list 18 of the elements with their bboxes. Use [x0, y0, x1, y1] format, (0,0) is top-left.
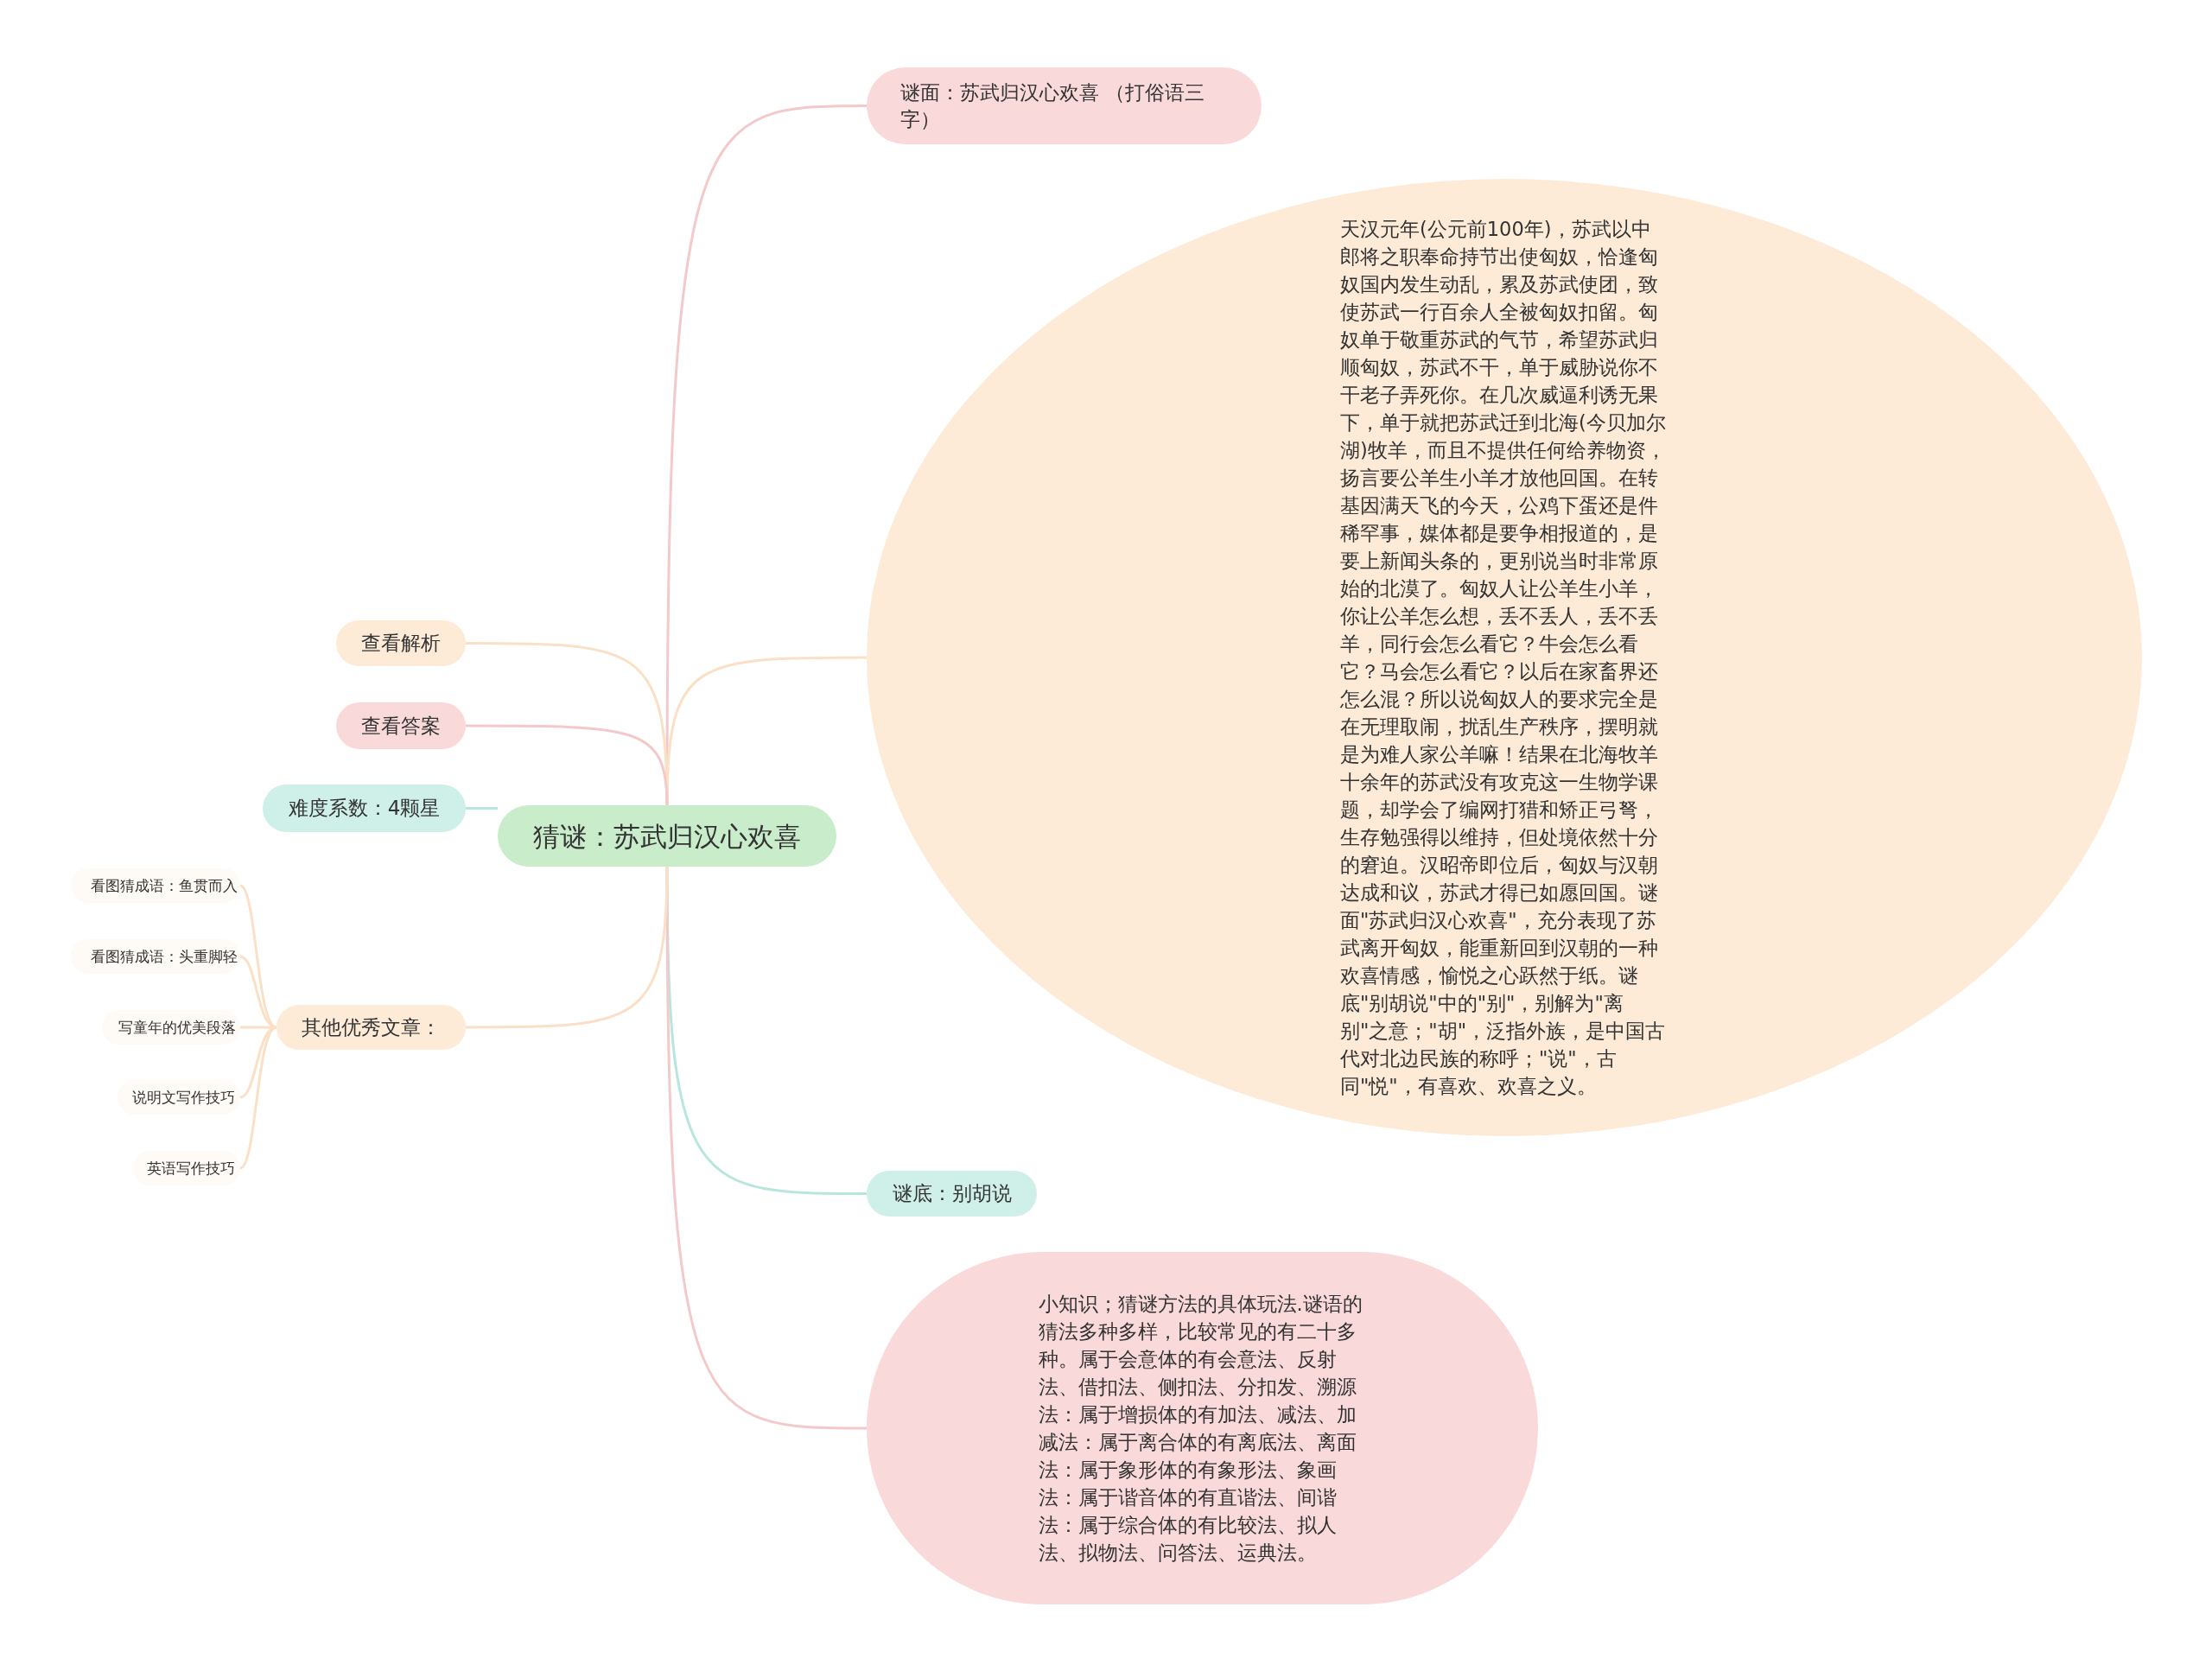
subtopic-tag: 看图猜成语：头重脚轻 [71, 939, 240, 974]
subtopic-tag: 英语写作技巧 [133, 1151, 240, 1185]
topic-bubble: 其他优秀文章： [276, 1005, 466, 1050]
topic-bubble: 查看解析 [336, 620, 466, 666]
subtopic-tag: 看图猜成语：鱼贯而入 [71, 868, 240, 903]
connector-line [466, 807, 498, 810]
connector-line [665, 867, 867, 1430]
topic-bubble: 谜面：苏武归汉心欢喜 （打俗语三字） [867, 67, 1262, 144]
subtopic-tag: 写童年的优美段落 [102, 1010, 240, 1045]
topic-bubble: 谜底：别胡说 [867, 1171, 1037, 1217]
connector-line [466, 724, 669, 806]
central-topic-bubble: 猜谜：苏武归汉心欢喜 [498, 805, 836, 867]
text-ellipse: 天汉元年(公元前100年)，苏武以中郎将之职奉命持节出使匈奴，恰逢匈奴国内发生动乱，累及苏武使团，致使苏武一行百余人全被匈奴扣留。匈奴单于敬重苏武的气节，希望苏武归顺匈奴，苏武不干，单于威胁说你不干老子弄死你。在几次威逼利诱无果下，单于就把苏武迁到北海(今贝加尔湖)牧羊，而且不提供任何给养物资，扬言要公羊生小羊才放他回国。在转基因满天飞的今天，公鸡下蛋还是件稀罕事，媒体都是要争相报道的，是要上新闻头条的，更别说当时非常原始的北漠了。匈奴人让公羊生小羊，你让公羊怎么想，丢不丢人，丢不丢羊，同行会怎么看它？牛会怎么看它？马会怎么看它？以后在家畜界还怎么混？所以说匈奴人的要求完全是在无理取闹，扰乱生产秩序，摆明就是为难人家公羊嘛！结果在北海牧羊十余年的苏武没有攻克这一生物学课题，却学会了编网打猎和矫正弓弩，生存勉强得以维持，但处境依然十分的窘迫。汉昭帝即位后，匈奴与汉朝达成和议，苏武才得已如愿回国。谜面"苏武归汉心欢喜"，充分表现了苏武离开匈奴，能重新回到汉朝的一种欢喜情感，愉悦之心跃然于纸。谜底"别胡说"中的"别"，别解为"离别"之意；"胡"，泛指外族，是中国古代对北边民族的称呼；"说"，古同"悦"，有喜欢、欢喜之义。 [867, 179, 2142, 1136]
text-bubble: 小知识；猜谜方法的具体玩法.谜语的猜法多种多样，比较常见的有二十多种。属于会意体的有会意法、反射法、借扣法、侧扣法、分扣发、溯源法：属于增损体的有加法、减法、加减法：属于离合体的有离底法、离面法：属于象形体的有象形法、象画法：属于谐音体的有直谐法、间谐法：属于综合体的有比较法、拟人法、拟物法、问答法、运典法。 [867, 1252, 1538, 1604]
topic-bubble: 查看答案 [336, 702, 466, 749]
topic-bubble: 难度系数：4颗星 [263, 785, 466, 832]
connector-line [466, 866, 669, 1029]
subtopic-tag: 说明文写作技巧 [118, 1080, 240, 1115]
